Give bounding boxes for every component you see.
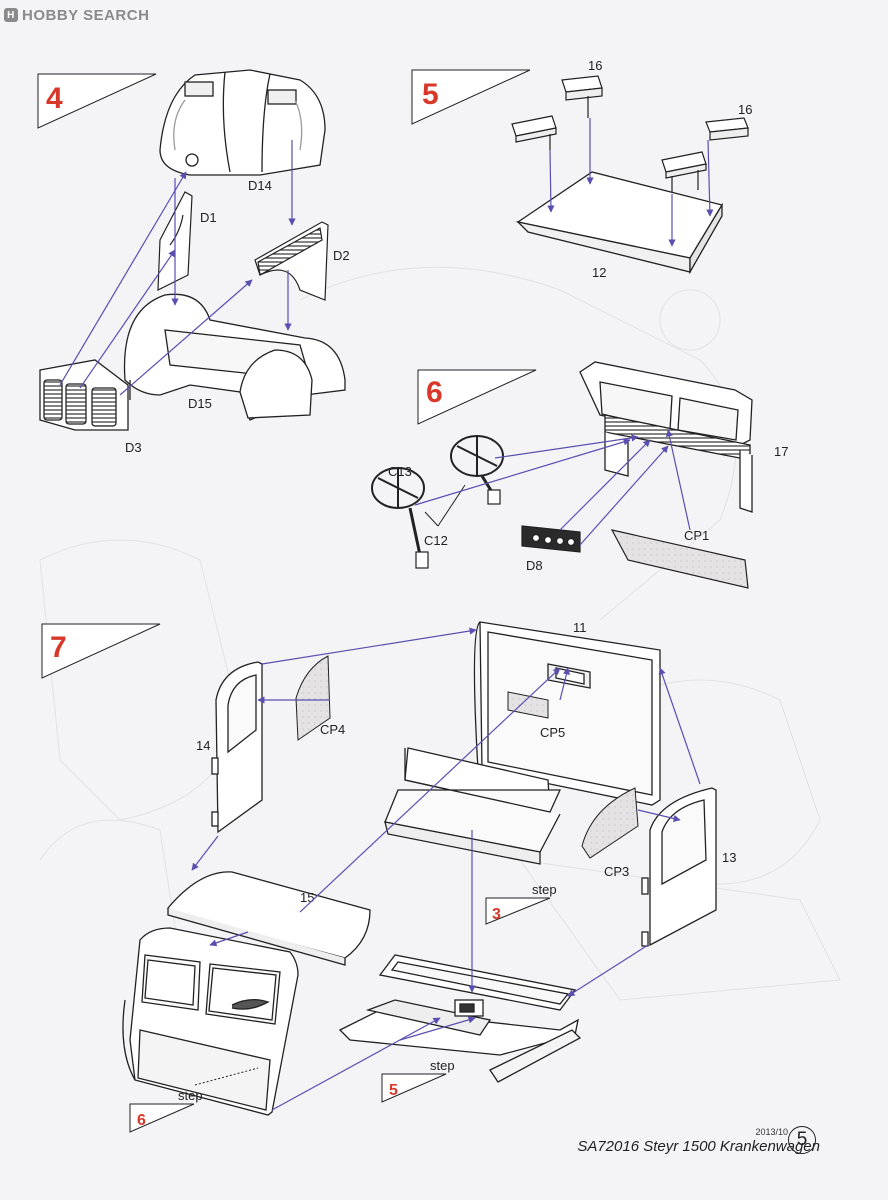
step-ref-3-number: 3 <box>492 906 501 923</box>
label-D3: D3 <box>125 440 142 455</box>
label-CP4: CP4 <box>320 722 345 737</box>
part-16-seat-b <box>661 117 749 194</box>
logo-icon: H <box>4 8 18 22</box>
part-C13-steering-wheel-a <box>371 467 429 569</box>
label-D2: D2 <box>333 248 350 263</box>
label-D1: D1 <box>200 210 217 225</box>
label-11: 11 <box>573 620 587 635</box>
label-14: 14 <box>196 738 210 753</box>
step-7-box: 7 <box>41 623 161 679</box>
part-CP3-door-window-clear <box>581 787 639 859</box>
cab-dashed-guide <box>194 1067 259 1086</box>
step-ref-6-number: 6 <box>137 1112 146 1129</box>
part-D2-side-panel <box>254 221 329 301</box>
label-D8: D8 <box>526 558 543 573</box>
step-6-number: 6 <box>426 376 443 409</box>
page-number: 5 <box>788 1126 816 1154</box>
part-15-roof <box>167 871 371 966</box>
step-6-box: 6 <box>417 369 537 425</box>
label-D14: D14 <box>248 178 272 193</box>
part-12-floor <box>515 171 724 275</box>
part-13-right-door <box>641 787 717 947</box>
part-17-dashboard <box>579 361 753 513</box>
label-C13: C13 <box>388 464 412 479</box>
label-17: 17 <box>774 444 788 459</box>
step-5-number: 5 <box>422 78 439 111</box>
step-ref-3: 3 step <box>485 882 557 925</box>
cab-front-assembly <box>122 927 299 1116</box>
part-CP1-windshield-clear <box>610 529 749 589</box>
step-ref-5-label: step <box>430 1058 455 1073</box>
step-5-box: 5 <box>411 69 531 125</box>
hobby-search-watermark: H HOBBY SEARCH <box>4 4 149 26</box>
cab-floor-chassis <box>338 954 582 1083</box>
footer-title: SA72016 Steyr 1500 Krankenwagen <box>577 1138 820 1155</box>
step-4-arrows <box>59 140 296 396</box>
label-16-b: 16 <box>738 102 752 117</box>
step-7-number: 7 <box>50 631 67 664</box>
label-D15: D15 <box>188 396 212 411</box>
watermark-text: HOBBY SEARCH <box>22 6 150 24</box>
part-CP5-rear-window-clear <box>507 691 549 719</box>
part-D3-grille <box>39 359 129 431</box>
step-ref-6: 6 step <box>129 1088 203 1133</box>
step-5-arrows <box>547 118 714 247</box>
step-ref-6-label: step <box>178 1088 203 1103</box>
step-7-arrows <box>191 627 701 1111</box>
label-CP1: CP1 <box>684 528 709 543</box>
seat-bench <box>384 747 562 865</box>
label-C12: C12 <box>424 533 448 548</box>
step-ref-5: 5 step <box>381 1058 455 1103</box>
label-13: 13 <box>722 850 736 865</box>
part-D8-instrument-panel <box>521 525 581 553</box>
part-CP4-door-window-clear <box>295 655 331 741</box>
label-CP5: CP5 <box>540 725 565 740</box>
label-CP3: CP3 <box>604 864 629 879</box>
label-12: 12 <box>592 265 606 280</box>
part-14-left-door <box>211 661 263 834</box>
label-15: 15 <box>300 890 314 905</box>
step-4-number: 4 <box>46 82 63 115</box>
step-6-arrows <box>414 429 691 546</box>
part-C12-steering-wheel-b <box>450 435 504 505</box>
label-16-a: 16 <box>588 58 602 73</box>
step-ref-3-label: step <box>532 882 557 897</box>
step-4-box: 4 <box>37 73 157 129</box>
part-D14-hood <box>159 69 326 176</box>
part-16-seat-a <box>511 75 603 150</box>
part-D15-fender-base <box>123 293 346 421</box>
step-ref-5-number: 5 <box>389 1082 398 1099</box>
footer-date: 2013/10 <box>755 1127 788 1137</box>
